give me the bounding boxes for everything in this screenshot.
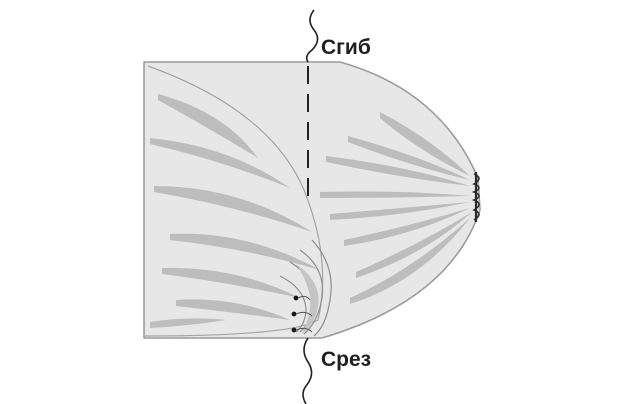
fold-shadow (176, 299, 290, 320)
fold-shadow (170, 233, 320, 270)
right-fold-shadows (320, 112, 472, 304)
fold-shadow (380, 112, 470, 176)
fold-shadow (320, 191, 470, 198)
fold-shadow (330, 202, 470, 220)
fold-shadow (150, 318, 226, 328)
fold-line-top-break (305, 9, 319, 63)
fold-shadow (348, 136, 470, 180)
fold-shadow (150, 138, 290, 188)
fold-shadow (326, 156, 470, 186)
fold-shadow (162, 267, 300, 298)
pin-stitches (295, 295, 313, 333)
fold-shadow (356, 212, 472, 278)
pin-marks (291, 295, 299, 333)
fold-label: Сгиб (321, 36, 371, 59)
fold-shadow (158, 94, 258, 158)
pin-dot-icon (291, 311, 297, 317)
pin-dot-icon (291, 327, 297, 333)
gathered-curl-shade (296, 264, 319, 334)
fold-shadow (344, 208, 470, 246)
fold-shadow (154, 186, 312, 232)
fold-line-bottom-break (302, 337, 313, 404)
left-fold-shadows (150, 94, 320, 328)
gather-stitches (471, 172, 480, 222)
cut-label: Срез (321, 348, 372, 371)
fold-shadow (350, 218, 470, 304)
pin-dot-icon (293, 295, 299, 301)
